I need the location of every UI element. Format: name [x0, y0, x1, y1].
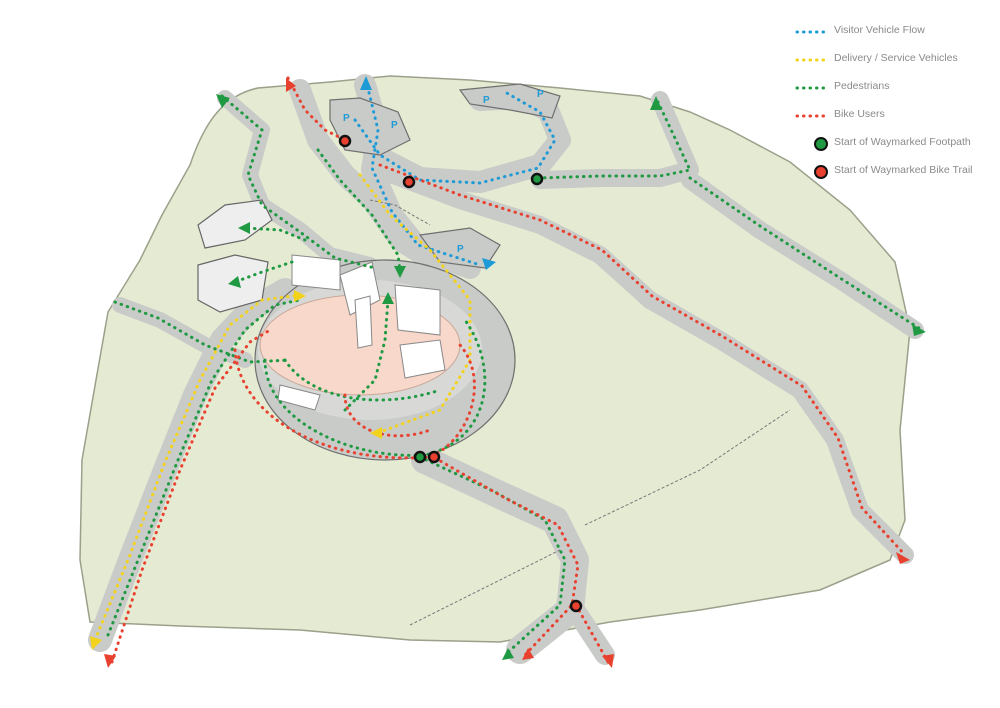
- legend-label-visitor: Visitor Vehicle Flow: [834, 24, 925, 36]
- arrow-visitor-north: [360, 76, 372, 90]
- pedestrian-dots-icon: [795, 86, 828, 90]
- bike-trail-start-south: [427, 450, 441, 464]
- central-buildings: [277, 254, 446, 411]
- arrow-bike-northwest: [286, 78, 296, 92]
- field-track-2: [409, 549, 561, 626]
- arrow-ped-pad-1: [238, 222, 250, 234]
- bike-user-flow: [110, 76, 907, 664]
- bike-route-north: [286, 76, 347, 142]
- pedestrian-flow: [106, 94, 924, 657]
- arrow-delivery-west: [294, 290, 306, 302]
- parking-label-5: P: [457, 244, 464, 255]
- map-legend: Visitor Vehicle Flow Delivery / Service …: [794, 22, 994, 190]
- ped-route-east: [536, 100, 693, 180]
- bike-trail-start-junction: [569, 599, 583, 613]
- building-block-1: [291, 254, 341, 291]
- field-track-3: [369, 199, 431, 226]
- building-block-3: [394, 284, 441, 336]
- footpath-start-south: [413, 450, 427, 464]
- bike-route-southwest: [110, 328, 272, 664]
- bike-route-south: [433, 456, 580, 657]
- arrow-delivery-southwest: [90, 636, 102, 650]
- bike-route-east-trail: [378, 163, 907, 557]
- ped-route-inner: [283, 358, 442, 402]
- delivery-dots-icon: [795, 58, 828, 62]
- visitor-vehicle-flow: [353, 78, 557, 267]
- ped-route-south: [418, 455, 567, 657]
- parking-east: [418, 227, 501, 269]
- delivery-route-2: [358, 173, 472, 434]
- arrow-bike-southwest: [104, 654, 116, 668]
- parking-areas: [329, 83, 561, 269]
- parking-label-3: P: [483, 95, 490, 106]
- ped-route-west: [113, 300, 292, 364]
- parking-label-2: P: [391, 120, 398, 131]
- legend-footpath-start: Start of Waymarked Footpath: [794, 134, 994, 162]
- legend-bike-users: Bike Users: [794, 106, 994, 134]
- parking-label-1: P: [343, 113, 350, 124]
- arrow-ped-south: [502, 648, 514, 660]
- legend-label-biketrail: Start of Waymarked Bike Trail: [834, 164, 973, 176]
- ped-route-pad-1: [243, 226, 307, 242]
- biketrail-marker-icon: [814, 165, 828, 179]
- ped-route-pad-2: [233, 260, 294, 284]
- bike-route-ring: [233, 343, 476, 460]
- legend-label-footpath: Start of Waymarked Footpath: [834, 136, 971, 148]
- arrow-delivery-ring: [370, 427, 382, 439]
- arrow-ped-northwest: [216, 94, 230, 108]
- legend-delivery-vehicles: Delivery / Service Vehicles: [794, 50, 994, 78]
- building-tower: [354, 295, 373, 349]
- bike-dots-icon: [795, 114, 828, 118]
- ped-route-southwest: [106, 298, 302, 637]
- ped-route-east-2: [688, 176, 924, 332]
- ped-route-north: [316, 148, 402, 272]
- arrow-ped-pad-2: [228, 276, 241, 288]
- footpath-start-east: [530, 172, 544, 186]
- field-tracks: [369, 199, 791, 626]
- flow-arrows: [90, 76, 926, 668]
- arrow-ped-north: [394, 266, 406, 278]
- building-block-5: [399, 339, 446, 379]
- building-block-4: [277, 384, 321, 411]
- delivery-vehicle-flow: [93, 173, 472, 642]
- footpath-marker-icon: [814, 137, 828, 151]
- legend-label-bike: Bike Users: [834, 108, 885, 120]
- waymark-markers: [338, 134, 583, 613]
- arrow-bike-east: [896, 552, 910, 564]
- parking-label-4: P: [537, 89, 544, 100]
- legend-label-delivery: Delivery / Service Vehicles: [834, 52, 958, 64]
- road-southwest-path: [88, 278, 297, 652]
- arrow-ped-north-east: [650, 96, 662, 110]
- bike-route-south-branch: [574, 603, 610, 664]
- legend-biketrail-start: Start of Waymarked Bike Trail: [794, 162, 994, 190]
- arrow-ped-centre: [382, 292, 394, 304]
- visitor-route-2: [353, 90, 557, 185]
- legend-label-pedestrian: Pedestrians: [834, 80, 890, 92]
- road-east-footpath-2: [681, 171, 924, 339]
- ped-route-centre: [343, 298, 390, 412]
- arrow-bike-south: [522, 648, 534, 660]
- field-track-1: [584, 409, 791, 526]
- legend-visitor-vehicle-flow: Visitor Vehicle Flow: [794, 22, 994, 50]
- road-east-footpath: [531, 91, 699, 189]
- arrow-bike-south-branch: [602, 654, 614, 668]
- arrow-visitor-east: [482, 258, 496, 270]
- legend-pedestrians: Pedestrians: [794, 78, 994, 106]
- visitor-dots-icon: [795, 30, 828, 34]
- pad-north: [197, 199, 273, 249]
- ped-route-northwest: [220, 94, 377, 270]
- ped-route-ring: [263, 318, 487, 457]
- road-south-branch: [562, 595, 615, 665]
- road-east-biketrail: [371, 161, 914, 564]
- bike-trail-start-north: [338, 134, 352, 148]
- arrow-ped-east: [912, 324, 926, 336]
- bike-trail-start-northeast: [402, 175, 416, 189]
- delivery-route-1: [93, 293, 302, 642]
